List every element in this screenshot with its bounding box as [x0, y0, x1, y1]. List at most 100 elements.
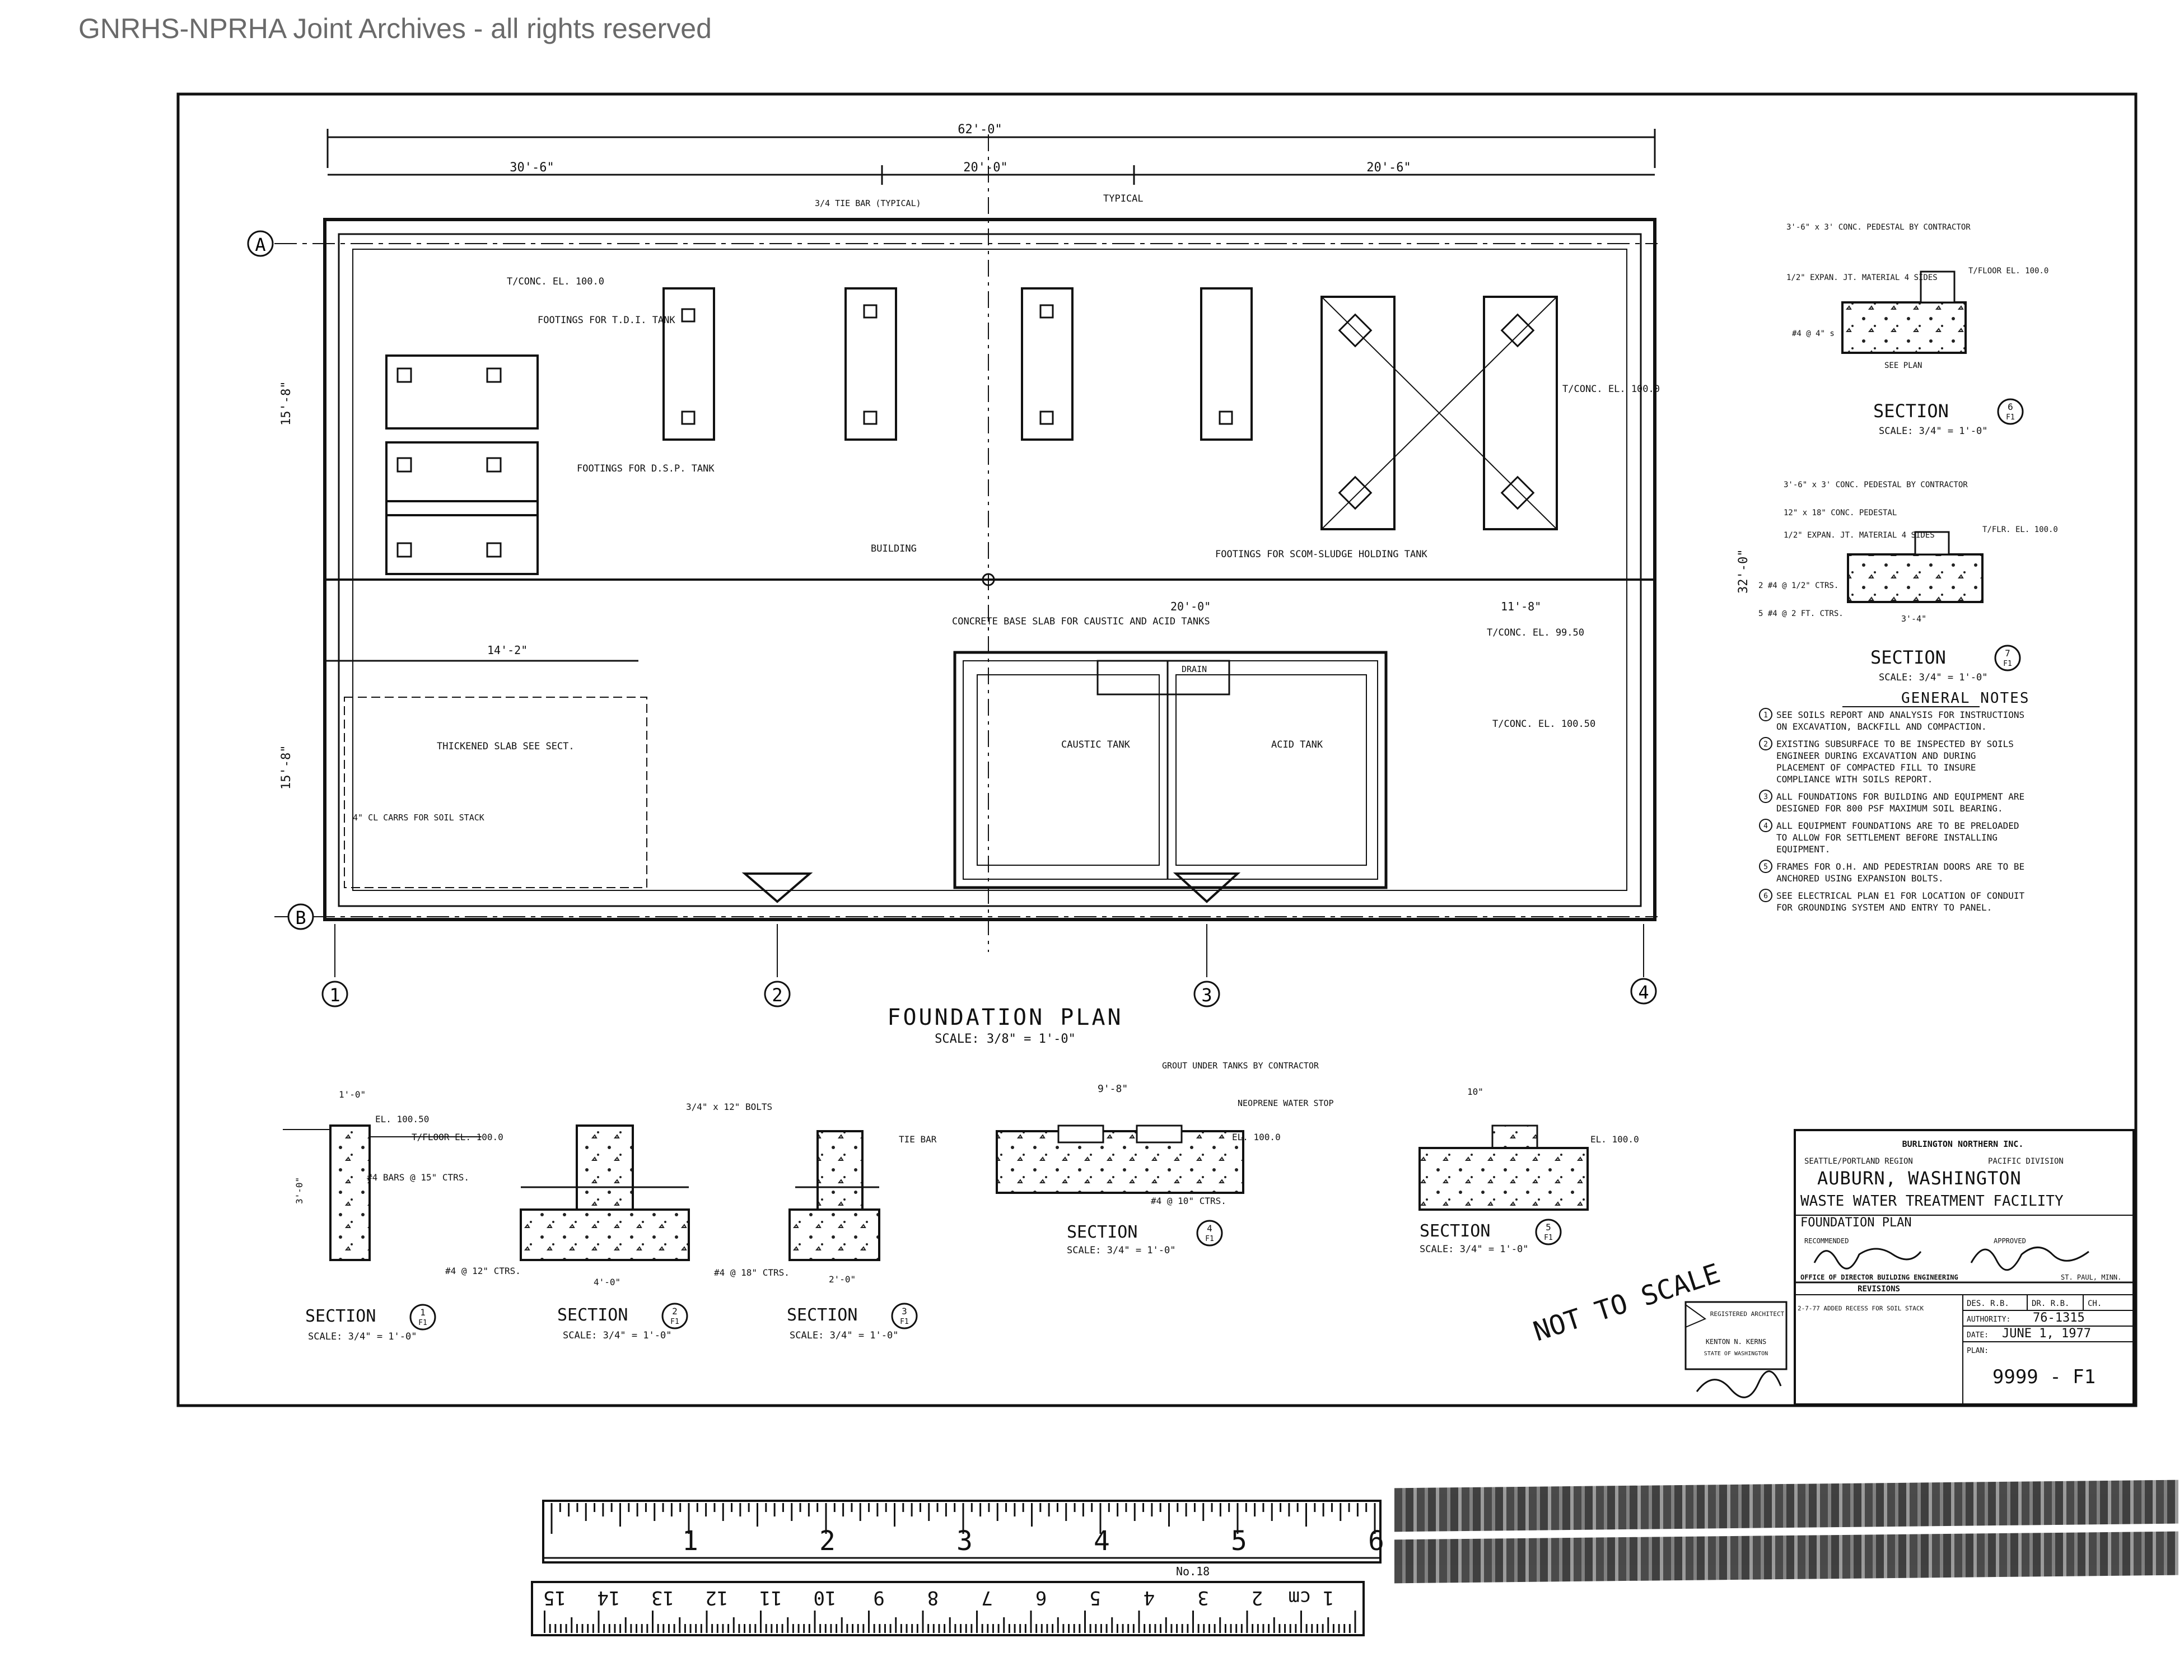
svg-text:3: 3 — [1763, 793, 1768, 801]
cm-label: 15 — [543, 1586, 566, 1609]
company-name: BURLINGTON NORTHERN INC. — [1902, 1139, 2024, 1149]
city-label: ST. PAUL, MINN. — [2061, 1273, 2121, 1281]
label-tconc-100-left: T/CONC. EL. 100.0 — [507, 276, 604, 287]
dim-right-height: 32'-0" — [1737, 549, 1751, 594]
section-3-num: 3 — [902, 1306, 907, 1317]
label-caustic-tank: CAUSTIC TANK — [1061, 739, 1131, 750]
sheet-title: FOUNDATION PLAN — [1800, 1216, 1912, 1230]
cm-label: 12 — [706, 1586, 729, 1609]
drawing-border — [176, 92, 2138, 1407]
label-concrete-slab: CONCRETE BASE SLAB FOR CAUSTIC AND ACID … — [952, 616, 1210, 627]
section-1-dim: 3'-0" — [294, 1177, 305, 1204]
svg-text:5: 5 — [1763, 863, 1768, 871]
label-drain: DRAIN — [1182, 664, 1207, 674]
section-7-title: SECTION — [1870, 647, 1946, 668]
revisions-label: REVISIONS — [1858, 1285, 1900, 1294]
office-label: OFFICE OF DIRECTOR BUILDING ENGINEERING — [1800, 1273, 1958, 1281]
section-7-bars: 2 #4 @ 1/2" CTRS. — [1758, 581, 1838, 590]
section-3-title: SECTION — [787, 1305, 857, 1325]
section-5-el: EL. 100.0 — [1590, 1134, 1639, 1145]
inch-label: 4 — [1094, 1525, 1110, 1557]
illegible-stamp — [1394, 1480, 2178, 1584]
cm-label: 9 — [873, 1586, 884, 1609]
cm-ticks — [544, 1611, 1356, 1633]
label-footings-sludge: FOOTINGS FOR SCOM-SLUDGE HOLDING TANK — [1215, 549, 1427, 560]
section-5-sheet: F1 — [1544, 1234, 1553, 1242]
general-note-text: SEE SOILS REPORT AND ANALYSIS FOR INSTRU… — [1776, 710, 2024, 732]
section-labels: EL. 100.50 T/FLOOR EL. 100.0 #4 BARS @ 1… — [294, 223, 2058, 1342]
general-note-item: 4 ALL EQUIPMENT FOUNDATIONS ARE TO BE PRE… — [1759, 819, 2019, 855]
title-block-text: BURLINGTON NORTHERN INC. SEATTLE/PORTLAN… — [1529, 1139, 2121, 1388]
section-5-title: SECTION — [1420, 1221, 1490, 1241]
section-7-width: 3'-4" — [1901, 614, 1926, 624]
section-6-bars: #4 @ 4" s — [1792, 329, 1835, 338]
section-4-neoprene: NEOPRENE WATER STOP — [1238, 1098, 1334, 1108]
section-3-scale: SCALE: 3/4" = 1'-0" — [790, 1330, 898, 1341]
section-2-width: 4'-0" — [594, 1277, 620, 1287]
ruler-model: No.18 — [1176, 1565, 1210, 1578]
inch-label: 3 — [956, 1525, 973, 1557]
general-note-text: EXISTING SUBSURFACE TO BE INSPECTED BY S… — [1776, 739, 2014, 785]
region-label: SEATTLE/PORTLAND REGION — [1804, 1157, 1913, 1166]
section-1-scale: SCALE: 3/4" = 1'-0" — [308, 1331, 417, 1342]
section-7-scale: SCALE: 3/4" = 1'-0" — [1879, 672, 1987, 683]
section-7-bars-2: 5 #4 @ 2 FT. CTRS. — [1758, 609, 1844, 618]
section-5-scale: SCALE: 3/4" = 1'-0" — [1420, 1244, 1528, 1255]
section-4-grout: GROUT UNDER TANKS BY CONTRACTOR — [1162, 1061, 1319, 1071]
recommended-label: RECOMMENDED — [1804, 1237, 1849, 1245]
dim-mid: 20'-0" — [963, 161, 1007, 175]
svg-text:4: 4 — [1763, 822, 1768, 830]
overall-width-dim: 62'-0" — [958, 123, 1002, 137]
section-4-el: EL. 100.0 — [1232, 1132, 1281, 1142]
section-4-scale: SCALE: 3/4" = 1'-0" — [1067, 1245, 1175, 1256]
inch-label: 5 — [1231, 1525, 1247, 1557]
label-tie-bar: 3/4 TIE BAR (TYPICAL) — [815, 198, 921, 208]
label-tconc-100-right: T/CONC. EL. 100.0 — [1562, 384, 1660, 395]
checker: CH. — [2088, 1299, 2102, 1308]
cm-label: 4 — [1144, 1586, 1155, 1609]
section-2-note: #4 @ 12" CTRS. — [445, 1266, 521, 1276]
section-4-num: 4 — [1207, 1223, 1212, 1234]
general-note-text: SEE ELECTRICAL PLAN E1 FOR LOCATION OF C… — [1776, 890, 2024, 913]
dim-left-height-bottom: 15'-8" — [279, 745, 293, 790]
cm-label: 10 — [814, 1586, 837, 1609]
label-footings-dsp: FOOTINGS FOR D.S.P. TANK — [577, 463, 715, 474]
plan-label: PLAN: — [1967, 1347, 1989, 1355]
architect-seal-label: REGISTERED ARCHITECT — [1710, 1310, 1785, 1318]
section-2-bolts: 3/4" x 12" BOLTS — [686, 1102, 772, 1112]
label-acid-tank: ACID TANK — [1271, 739, 1323, 750]
designer: DES. R.B. — [1967, 1299, 2009, 1308]
section-1-note: #4 BARS @ 15" CTRS. — [367, 1172, 469, 1183]
authority-value: 76-1315 — [2033, 1311, 2085, 1325]
cm-label: 6 — [1035, 1586, 1047, 1609]
grid-a: A — [255, 234, 265, 255]
section-details — [283, 270, 1984, 1261]
section-1-num: 1 — [420, 1307, 426, 1318]
section-3-sheet: F1 — [900, 1318, 909, 1326]
architect-state: STATE OF WASHINGTON — [1704, 1351, 1768, 1357]
section-6-pedestal: 3'-6" x 3' CONC. PEDESTAL BY CONTRACTOR — [1786, 223, 1971, 232]
authority-label: AUTHORITY: — [1967, 1315, 2010, 1324]
section-6-sheet: F1 — [2006, 413, 2015, 422]
section-5-width: 10" — [1467, 1086, 1483, 1097]
plan-number: 9999 - F1 — [1992, 1366, 2096, 1388]
section-6-floor: T/FLOOR EL. 100.0 — [1968, 267, 2048, 276]
project-title: WASTE WATER TREATMENT FACILITY — [1800, 1193, 2064, 1210]
cm-label: 5 — [1089, 1586, 1100, 1609]
section-3-width: 2'-0" — [829, 1274, 856, 1285]
section-6-see-plan: SEE PLAN — [1884, 361, 1922, 370]
label-tconc-10050: T/CONC. EL. 100.50 — [1492, 718, 1595, 730]
general-note-text: ALL EQUIPMENT FOUNDATIONS ARE TO BE PREL… — [1776, 820, 2019, 855]
section-2-title: SECTION — [557, 1305, 628, 1325]
section-1-el: EL. 100.50 — [375, 1114, 429, 1124]
label-typical: TYPICAL — [1103, 193, 1144, 204]
section-4-ctrs: #4 @ 10" CTRS. — [1151, 1196, 1226, 1206]
cm-label: 2 — [1252, 1586, 1263, 1609]
cm-label: 8 — [927, 1586, 939, 1609]
section-2-num: 2 — [672, 1306, 678, 1317]
